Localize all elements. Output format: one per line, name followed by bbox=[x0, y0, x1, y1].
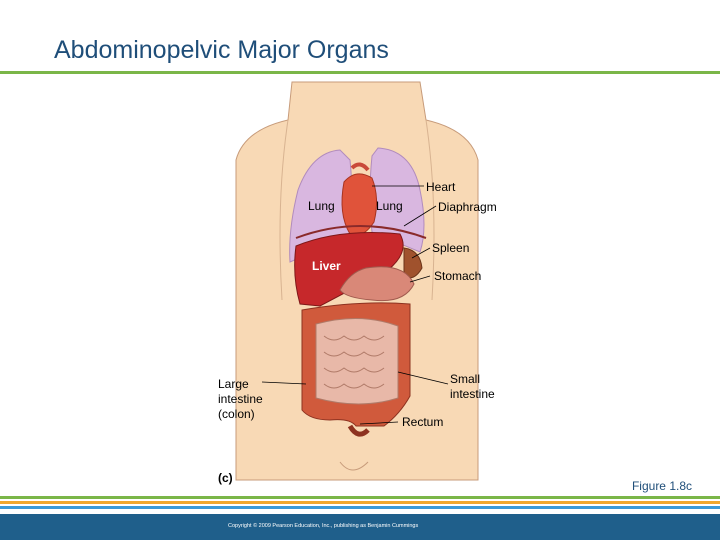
label-diaphragm: Diaphragm bbox=[438, 200, 497, 214]
small-intestine-shape bbox=[315, 318, 399, 405]
title-underline bbox=[0, 71, 720, 74]
footer-stripe-blue bbox=[0, 506, 720, 509]
label-liver: Liver bbox=[312, 259, 341, 273]
footer-stripe-orange bbox=[0, 501, 720, 504]
navel-line bbox=[339, 461, 369, 471]
label-rectum: Rectum bbox=[402, 415, 443, 429]
rectum-shape bbox=[347, 424, 370, 437]
shoulder-line-left bbox=[279, 119, 289, 301]
label-small-intestine-2: intestine bbox=[450, 387, 495, 401]
label-spleen: Spleen bbox=[432, 241, 469, 255]
leader-lines bbox=[261, 185, 449, 425]
figure-label: Figure 1.8c bbox=[631, 479, 692, 493]
label-stomach: Stomach bbox=[434, 269, 481, 283]
label-lung-left: Lung bbox=[308, 199, 335, 213]
footer-bar bbox=[0, 514, 720, 540]
label-lung-right: Lung bbox=[376, 199, 403, 213]
slide-title: Abdominopelvic Major Organs bbox=[54, 36, 389, 64]
copyright-text: Copyright © 2009 Pearson Education, Inc.… bbox=[228, 523, 419, 529]
panel-label: (c) bbox=[218, 471, 233, 485]
aorta-shape bbox=[350, 162, 370, 172]
stomach-shape bbox=[339, 266, 415, 302]
label-large-intestine-3: (colon) bbox=[218, 407, 255, 421]
small-intestine-coils bbox=[323, 335, 385, 389]
label-heart: Heart bbox=[426, 180, 456, 194]
heart-shape bbox=[341, 173, 378, 236]
label-small-intestine-1: Small bbox=[450, 372, 480, 386]
diaphragm-line bbox=[295, 225, 427, 239]
footer-stripe-green bbox=[0, 496, 720, 499]
shoulder-line-right bbox=[425, 119, 435, 301]
label-large-intestine-2: intestine bbox=[218, 392, 263, 406]
label-large-intestine-1: Large bbox=[218, 377, 249, 391]
